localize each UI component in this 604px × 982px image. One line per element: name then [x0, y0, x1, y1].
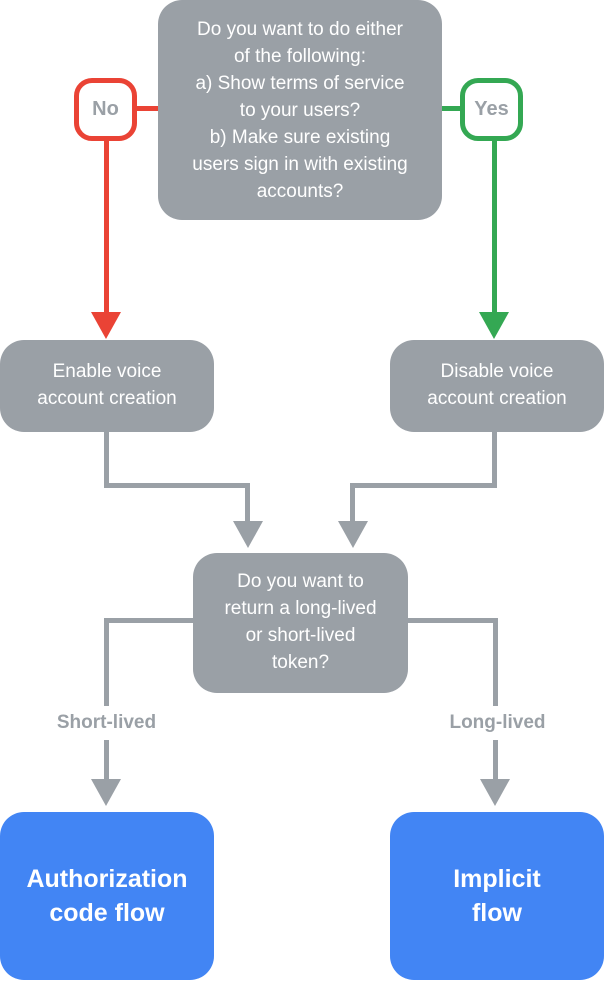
- disable-voice-box: Disable voice account creation: [390, 340, 604, 432]
- enable-connector-horizontal-line: [104, 483, 250, 488]
- no-branch-vertical-line: [104, 140, 109, 313]
- long-lived-arrowhead-icon: [480, 779, 510, 806]
- disable-connector-arrowhead-icon: [338, 521, 368, 548]
- no-branch-arrowhead-icon: [91, 312, 121, 339]
- question-terms-box: Do you want to do either of the followin…: [158, 0, 442, 220]
- disable-connector-vertical-line: [492, 432, 497, 488]
- short-lived-horizontal-line: [104, 618, 193, 623]
- short-lived-vertical-line: [104, 618, 109, 780]
- enable-connector-drop-line: [245, 483, 250, 522]
- long-lived-vertical-line: [493, 618, 498, 780]
- short-lived-arrowhead-icon: [91, 779, 121, 806]
- yes-branch-stub-line: [442, 106, 461, 111]
- no-badge: No: [74, 78, 137, 141]
- implicit-flow-box: Implicit flow: [390, 812, 604, 980]
- yes-branch-vertical-line: [492, 140, 497, 313]
- question-token-box: Do you want to return a long-lived or sh…: [193, 553, 408, 693]
- yes-badge: Yes: [460, 78, 523, 141]
- authorization-code-flow-box: Authorization code flow: [0, 812, 214, 980]
- enable-connector-vertical-line: [104, 432, 109, 488]
- disable-connector-drop-line: [350, 483, 355, 522]
- short-lived-label: Short-lived: [21, 706, 192, 740]
- enable-connector-arrowhead-icon: [233, 521, 263, 548]
- long-lived-label: Long-lived: [412, 706, 583, 740]
- yes-branch-arrowhead-icon: [479, 312, 509, 339]
- enable-voice-box: Enable voice account creation: [0, 340, 214, 432]
- disable-connector-horizontal-line: [350, 483, 497, 488]
- no-branch-stub-line: [137, 106, 158, 111]
- long-lived-horizontal-line: [408, 618, 498, 623]
